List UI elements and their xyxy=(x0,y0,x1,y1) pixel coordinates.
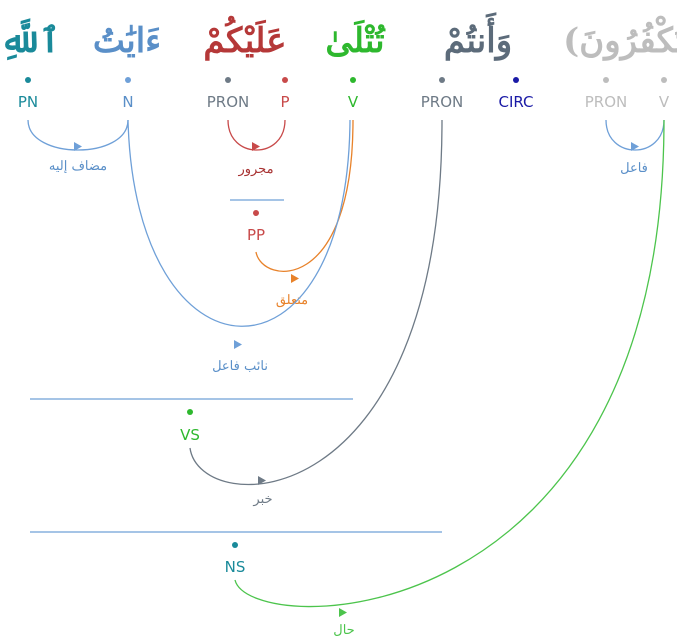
node-dot-n xyxy=(125,77,131,83)
tag-pron-1: PRON xyxy=(207,93,250,111)
tag-v-2: V xyxy=(659,93,670,111)
tag-pron-3: PRON xyxy=(585,93,628,111)
arrow-hal xyxy=(339,608,347,617)
arrow-majrur xyxy=(252,142,260,151)
arrow-mudaf-ilayh xyxy=(74,142,82,151)
node-dot-circ xyxy=(513,77,519,83)
arc-mudaf-ilayh xyxy=(27,119,129,151)
label-fail: فاعل xyxy=(620,161,648,176)
arrow-naib-fail xyxy=(234,340,242,349)
node-dot-pp xyxy=(253,210,259,216)
tag-vs: VS xyxy=(180,426,200,444)
node-dot-v-1 xyxy=(350,77,356,83)
tag-pp: PP xyxy=(247,226,265,244)
tag-n: N xyxy=(122,93,133,111)
arrow-fail xyxy=(631,142,639,151)
tag-circ: CIRC xyxy=(498,93,533,111)
node-dot-pn xyxy=(25,77,31,83)
tag-v-1: V xyxy=(348,93,359,111)
arc-khabar xyxy=(189,119,443,486)
arc-naib-fail xyxy=(127,119,351,327)
word-alaykum: عَلَيْكُمْ xyxy=(203,15,286,61)
node-dot-v-2 xyxy=(661,77,667,83)
word-wa-antum: وَأَنتُمْ xyxy=(444,12,512,61)
tag-p: P xyxy=(280,93,289,111)
arrow-khabar xyxy=(258,476,266,485)
node-dot-vs xyxy=(187,409,193,415)
arrow-mutaallaq xyxy=(291,274,299,283)
tag-ns: NS xyxy=(225,558,246,576)
node-dot-pron-3 xyxy=(603,77,609,83)
word-takfuruna: (تَكْفُرُونَ xyxy=(563,15,677,61)
label-mudaf-ilayh: مضاف إليه xyxy=(49,159,107,174)
label-hal: حال xyxy=(333,623,354,638)
label-majrur: مجرور xyxy=(237,162,273,177)
node-dot-p xyxy=(282,77,288,83)
arc-fail xyxy=(605,119,665,151)
arc-hal xyxy=(234,119,665,608)
word-ayat: ءَايَٰتُ xyxy=(93,21,161,61)
arc-majrur xyxy=(227,119,286,151)
word-tutla: تُتْلَىٰ xyxy=(325,20,385,61)
tag-pn: PN xyxy=(18,93,38,111)
label-naib-fail: نائب فاعل xyxy=(212,359,268,374)
node-dot-ns xyxy=(232,542,238,548)
node-dot-pron-2 xyxy=(439,77,445,83)
label-khabar: خبر xyxy=(252,492,272,507)
node-dot-pron-1 xyxy=(225,77,231,83)
arc-mutaallaq xyxy=(255,119,354,272)
tag-pron-2: PRON xyxy=(421,93,464,111)
word-allah: ٱللَّهِ xyxy=(0,18,60,61)
